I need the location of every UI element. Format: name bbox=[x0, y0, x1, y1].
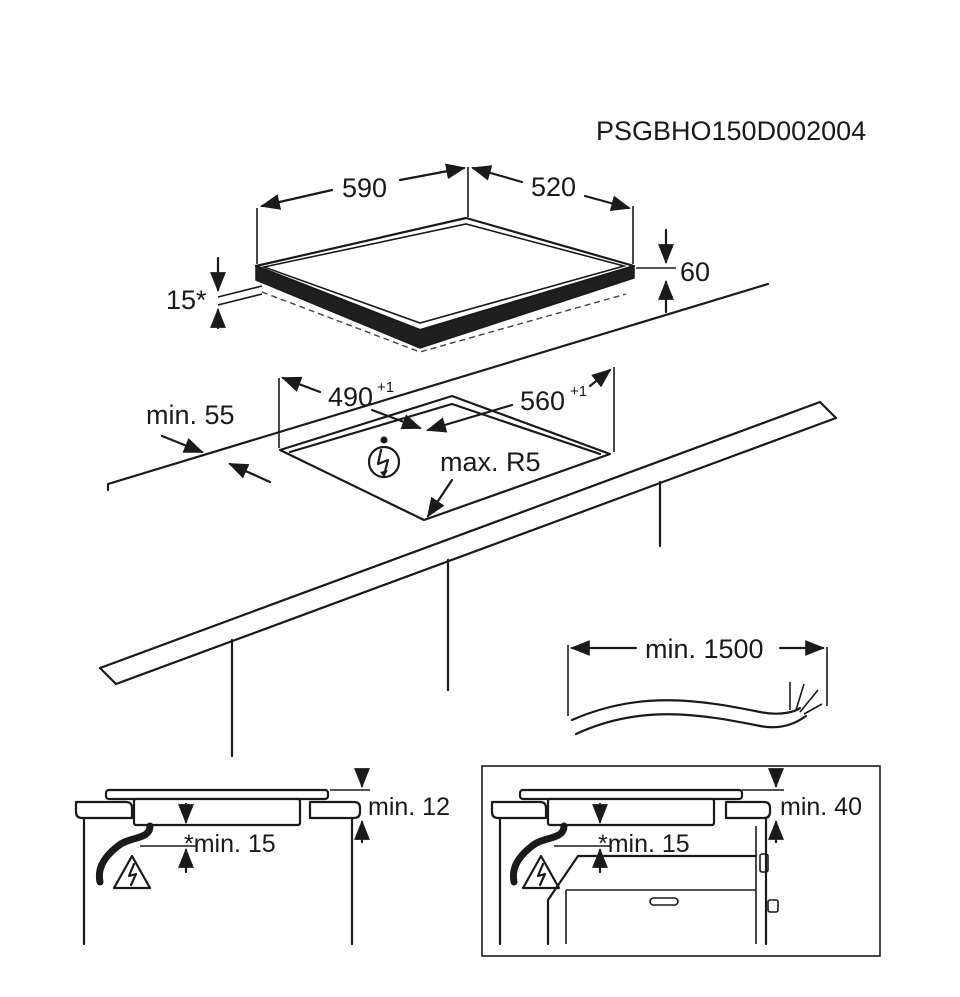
right-bottom-clearance: *min. 15 bbox=[598, 830, 690, 858]
cutout-depth-label: 560 bbox=[520, 386, 565, 416]
left-top-clearance: min. 12 bbox=[368, 793, 450, 821]
dim-height: 60 bbox=[636, 228, 710, 314]
edge-distance-label: min. 55 bbox=[146, 400, 235, 430]
hob-glass bbox=[254, 216, 636, 332]
height-label: 60 bbox=[680, 257, 710, 287]
depth-label: 520 bbox=[531, 172, 576, 202]
cable-length-label: min. 1500 bbox=[645, 634, 764, 664]
dim-offset: 15* bbox=[166, 256, 263, 330]
dim-width: 590 bbox=[256, 163, 469, 264]
width-label: 590 bbox=[342, 173, 387, 203]
right-top-clearance: min. 40 bbox=[780, 793, 862, 821]
offset-label: 15* bbox=[166, 285, 207, 315]
detail-right: min. 40 *min. 15 bbox=[481, 765, 881, 957]
hob-illustration bbox=[254, 216, 636, 353]
cable-illustration: min. 1500 bbox=[567, 634, 828, 736]
left-bottom-clearance: *min. 15 bbox=[184, 830, 276, 858]
dim-edge-distance: min. 55 bbox=[146, 400, 272, 484]
oven-below bbox=[546, 826, 779, 946]
no-electricity-icon bbox=[367, 436, 401, 479]
cutout-depth-tolerance: +1 bbox=[570, 383, 587, 400]
dim-depth: 520 bbox=[471, 165, 634, 264]
cutout-width-label: 490 bbox=[328, 382, 373, 412]
electrical-hazard-icon bbox=[112, 854, 152, 890]
electrical-hazard-icon-2 bbox=[521, 854, 561, 890]
cutout: 490 +1 560 +1 max. R5 bbox=[278, 367, 615, 522]
radius-label: max. R5 bbox=[440, 447, 541, 477]
cutout-width-tolerance: +1 bbox=[377, 379, 394, 396]
document-code: PSGBHO150D002004 bbox=[596, 116, 866, 146]
countertop bbox=[98, 282, 838, 758]
detail-left: min. 12 *min. 15 bbox=[74, 768, 450, 946]
